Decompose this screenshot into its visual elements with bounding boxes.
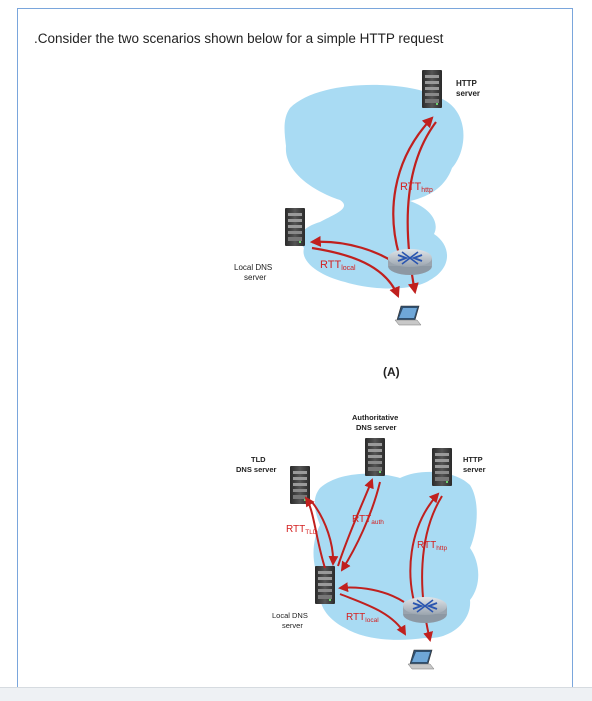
tld-label-2: DNS server xyxy=(236,465,277,474)
rtt-local-arrow-back-a xyxy=(311,246,400,299)
local-dns-label-b: Local DNS xyxy=(272,611,308,620)
rtt-local-label-a: RTTlocal xyxy=(320,259,356,272)
rtt-tld-arrow-up xyxy=(304,496,326,569)
http-server-icon-b xyxy=(432,448,452,486)
http-server-label-b: HTTP xyxy=(463,455,483,464)
local-dns-server-icon-b xyxy=(315,566,335,604)
authoritative-dns-server-icon xyxy=(365,438,385,476)
network-cloud-b xyxy=(313,471,479,640)
rtt-local-label-b: RTTlocal xyxy=(346,612,379,624)
http-server-label-a: HTTP xyxy=(456,79,478,88)
rtt-tld-label: RTTTLD xyxy=(286,524,318,536)
laptop-icon-a xyxy=(394,305,422,326)
rtt-auth-arrow-up xyxy=(337,478,374,567)
scenario-a: HTTP server Local DNS server RTThttp RTT… xyxy=(234,70,480,379)
bottom-scroll-strip xyxy=(0,687,592,701)
rtt-local-arrow-out-b xyxy=(338,582,405,603)
rtt-http-label-b: RTThttp xyxy=(417,540,447,552)
local-dns-server-icon-a xyxy=(285,208,305,246)
scenario-b: Authoritative DNS server TLD DNS server … xyxy=(236,413,486,670)
router-icon-b xyxy=(402,596,448,624)
local-dns-label-a: Local DNS xyxy=(234,263,272,272)
rtt-auth-label: RTTauth xyxy=(352,514,384,526)
http-server-label-a-2: server xyxy=(456,89,480,98)
authoritative-label: Authoritative xyxy=(352,413,398,422)
laptop-icon-b xyxy=(407,649,435,670)
network-cloud-a xyxy=(284,84,464,289)
router-icon-a xyxy=(387,248,433,276)
rtt-local-arrow-back-b xyxy=(339,593,407,636)
rtt-tld-arrow-down xyxy=(311,501,339,566)
authoritative-label-2: DNS server xyxy=(356,423,397,432)
http-server-label-b-2: server xyxy=(463,465,486,474)
rtt-http-label-a: RTThttp xyxy=(400,181,433,194)
http-server-icon-a xyxy=(422,70,442,108)
tld-label: TLD xyxy=(251,455,266,464)
local-dns-label-a-2: server xyxy=(244,273,267,282)
question-text: .Consider the two scenarios shown below … xyxy=(34,31,444,46)
local-dns-label-b-2: server xyxy=(282,621,303,630)
caption-a: (A) xyxy=(383,365,400,379)
rtt-http-arrow-up-a xyxy=(392,116,434,265)
rtt-auth-arrow-down xyxy=(340,481,381,572)
